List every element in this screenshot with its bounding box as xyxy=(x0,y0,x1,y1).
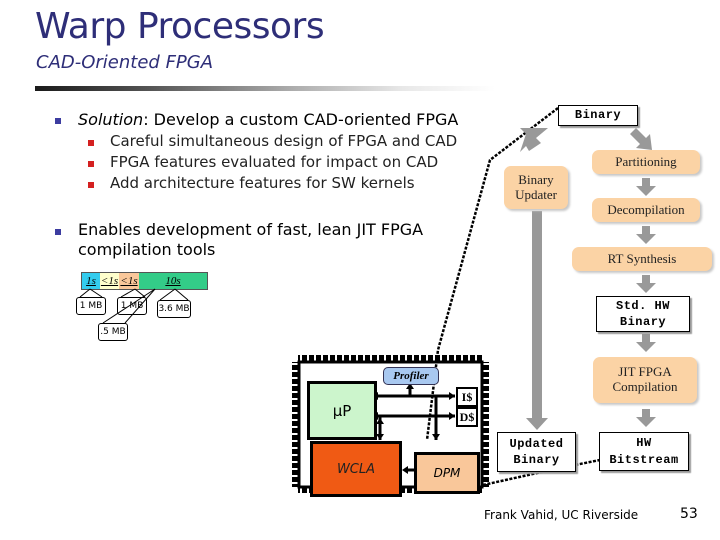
note-line: Binary xyxy=(619,315,667,329)
dpm-block: DPM xyxy=(414,452,480,494)
box-line: JIT FPGA xyxy=(618,364,672,380)
microprocessor-block: µP xyxy=(307,381,377,440)
sub-bullet-3: Add architecture features for SW kernels xyxy=(110,174,415,192)
memory-size-1mb: 1 MB xyxy=(76,297,106,315)
footer-author: Frank Vahid, UC Riverside xyxy=(484,508,639,522)
box-line: Compilation xyxy=(612,379,678,394)
sub-bullet-2: FPGA features evaluated for impact on CA… xyxy=(110,153,439,171)
note-line: Std. HW xyxy=(616,298,670,313)
bullet-enables: Enables development of fast, lean JIT FP… xyxy=(78,220,423,260)
bullet-text: : Develop a custom CAD-oriented FPGA xyxy=(143,110,459,129)
memory-size-3-6mb: 3.6 MB xyxy=(157,300,191,318)
note-line: Binary xyxy=(513,453,560,467)
wcla-block: WCLA xyxy=(310,441,402,497)
chip-pins-top xyxy=(298,355,483,361)
box-line: Binary xyxy=(518,171,554,187)
bullet-marker xyxy=(55,229,61,235)
flow-arrows xyxy=(520,128,656,430)
timing-bar: 1s <1s <1s 10s xyxy=(81,272,208,290)
note-line: Bitstream xyxy=(609,452,679,467)
box-line: Updater xyxy=(515,186,557,202)
rt-synthesis-box: RT Synthesis xyxy=(572,247,712,271)
timing-cell: 1s xyxy=(82,273,100,289)
sub-bullet-marker xyxy=(88,161,94,167)
title-divider xyxy=(35,86,495,91)
decompilation-box: Decompilation xyxy=(592,198,700,222)
bullet-emphasis: Solution xyxy=(78,110,144,129)
sub-bullet-marker xyxy=(88,140,94,146)
bullet-marker xyxy=(55,118,61,124)
std-hw-binary-note: Std. HW Binary xyxy=(596,296,690,332)
bullet-line: Enables development of fast, lean JIT FP… xyxy=(78,220,424,239)
timing-cell: 10s xyxy=(139,273,207,289)
updated-binary-note: Updated Binary xyxy=(497,432,576,472)
binary-updater-box: Binary Updater xyxy=(504,166,568,209)
timing-cell: <1s xyxy=(119,273,139,289)
sub-bullet-1: Careful simultaneous design of FPGA and … xyxy=(110,132,458,150)
partitioning-box: Partitioning xyxy=(592,150,700,174)
timing-cell: <1s xyxy=(100,273,119,289)
dcache-block: D$ xyxy=(456,407,478,427)
profiler-block: Profiler xyxy=(383,367,439,385)
hw-bitstream-note: HW Bitstream xyxy=(599,432,689,471)
bullet-line: compilation tools xyxy=(78,240,216,259)
chip-pins-right xyxy=(483,362,489,487)
page-number: 53 xyxy=(680,506,698,522)
jit-fpga-compilation-box: JIT FPGA Compilation xyxy=(593,357,697,403)
note-line: HW xyxy=(636,436,652,451)
icache-block: I$ xyxy=(456,387,478,407)
note-line: Updated xyxy=(509,436,564,451)
bullet-solution: Solution: Develop a custom CAD-oriented … xyxy=(78,110,458,129)
slide-title: Warp Processors xyxy=(35,6,325,47)
binary-note: Binary xyxy=(558,105,638,126)
memory-size-half-mb: .5 MB xyxy=(98,323,128,341)
sub-bullet-marker xyxy=(88,182,94,188)
timing-leaders xyxy=(79,288,189,324)
chip-pins-left xyxy=(292,362,298,487)
slide-subtitle: CAD-Oriented FPGA xyxy=(36,52,214,73)
